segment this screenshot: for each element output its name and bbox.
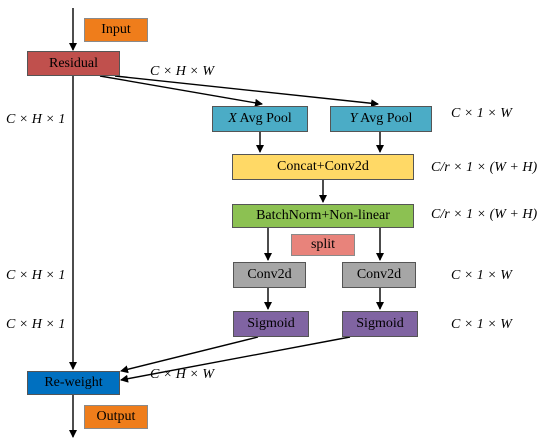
y-avg-pool-label: Avg Pool bbox=[357, 111, 413, 126]
dim-concat: C/r × 1 × (W + H) bbox=[431, 160, 538, 175]
dim-left-conv: C × H × 1 bbox=[6, 268, 66, 283]
dim-left-top: C × H × 1 bbox=[6, 112, 66, 127]
output-badge: Output bbox=[84, 405, 148, 429]
split-label: split bbox=[310, 237, 336, 252]
y-axis-symbol: Y bbox=[349, 111, 358, 126]
input-label: Input bbox=[101, 22, 131, 37]
input-badge: Input bbox=[84, 18, 148, 42]
batchnorm-node: BatchNorm+Non-linear bbox=[232, 204, 414, 228]
y-avg-pool-node: Y Avg Pool bbox=[330, 106, 432, 132]
split-badge: split bbox=[291, 234, 355, 256]
dim-right-conv: C × 1 × W bbox=[451, 268, 512, 283]
concat-conv2d-node: Concat+Conv2d bbox=[232, 154, 414, 180]
dim-right-sigmoid: C × 1 × W bbox=[451, 317, 512, 332]
dim-left-sigmoid: C × H × 1 bbox=[6, 317, 66, 332]
concat-conv2d-label: Concat+Conv2d bbox=[277, 159, 369, 174]
dim-residual-out: C × H × W bbox=[150, 64, 215, 79]
sigmoid-left-label: Sigmoid bbox=[247, 316, 295, 331]
conv2d-right-node: Conv2d bbox=[342, 262, 416, 288]
residual-to-xpool-arrow bbox=[99, 75, 263, 107]
reweight-label: Re-weight bbox=[44, 375, 103, 390]
conv2d-right-label: Conv2d bbox=[356, 267, 402, 282]
residual-label: Residual bbox=[49, 55, 98, 71]
x-avg-pool-node: X Avg Pool bbox=[212, 106, 308, 132]
sigmoid-right-node: Sigmoid bbox=[342, 311, 418, 337]
sigmoid-left-to-reweight-arrow bbox=[120, 336, 259, 374]
sigmoid-right-label: Sigmoid bbox=[356, 316, 404, 331]
reweight-node: Re-weight bbox=[27, 371, 120, 395]
dim-bn: C/r × 1 × (W + H) bbox=[431, 207, 538, 222]
x-avg-pool-label: Avg Pool bbox=[236, 111, 292, 126]
output-label: Output bbox=[96, 409, 136, 424]
batchnorm-label: BatchNorm+Non-linear bbox=[256, 208, 390, 223]
dim-right-pool: C × 1 × W bbox=[451, 106, 512, 121]
conv2d-left-node: Conv2d bbox=[233, 262, 306, 288]
residual-node: Residual bbox=[27, 51, 120, 76]
residual-to-ypool-arrow bbox=[114, 75, 379, 108]
conv2d-left-label: Conv2d bbox=[247, 267, 292, 282]
sigmoid-left-node: Sigmoid bbox=[233, 311, 309, 337]
dim-reweight-in: C × H × W bbox=[150, 367, 215, 382]
x-axis-symbol: X bbox=[228, 111, 237, 126]
sigmoid-right-to-reweight-arrow bbox=[120, 336, 351, 383]
